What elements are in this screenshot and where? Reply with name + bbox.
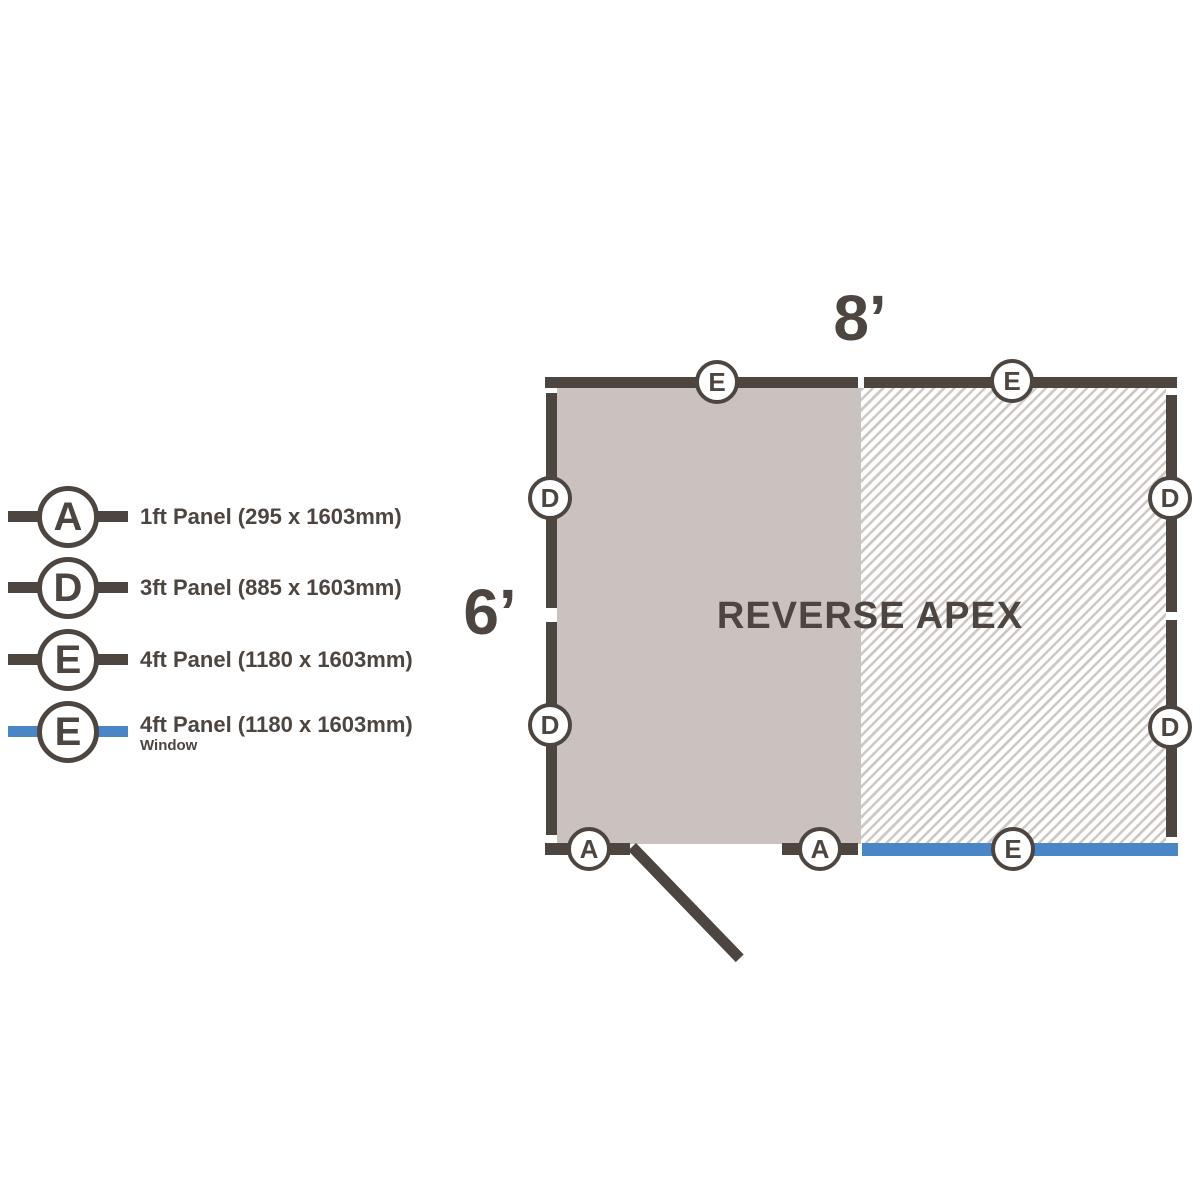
marker-e-top-right: E — [990, 359, 1034, 403]
legend-item-e: E 4ft Panel (1180 x 1603mm) — [8, 629, 478, 691]
panel-e-window-label-sub: Window — [140, 737, 198, 754]
marker-e-top-left: E — [695, 360, 739, 404]
panel-d-marker-icon: D — [37, 557, 99, 619]
legend-item-a: A 1ft Panel (295 x 1603mm) — [8, 486, 478, 548]
panel-e-window-marker-icon: E — [37, 701, 99, 763]
legend-item-d: D 3ft Panel (885 x 1603mm) — [8, 557, 478, 619]
door-swing-line — [628, 843, 744, 963]
depth-dimension-label: 6’ — [463, 576, 517, 648]
marker-d-right-upper: D — [1148, 476, 1192, 520]
marker-d-left-lower: D — [528, 703, 572, 747]
panel-e-window-label: 4ft Panel (1180 x 1603mm) Window — [140, 712, 413, 755]
marker-d-right-lower: D — [1148, 705, 1192, 749]
panel-a-label: 1ft Panel (295 x 1603mm) — [140, 504, 402, 529]
legend-item-e-window: E 4ft Panel (1180 x 1603mm) Window — [8, 701, 478, 763]
shed-interior-solid-area — [557, 388, 861, 844]
marker-e-bottom-window: E — [991, 827, 1035, 871]
marker-a-bottom-middle: A — [798, 827, 842, 871]
plan-title: REVERSE APEX — [716, 595, 1024, 637]
panel-e-marker-icon: E — [37, 629, 99, 691]
shed-interior-hatched-area — [861, 388, 1166, 843]
width-dimension-label: 8’ — [833, 282, 887, 354]
panel-e-label: 4ft Panel (1180 x 1603mm) — [140, 647, 413, 672]
panel-e-window-label-main: 4ft Panel (1180 x 1603mm) — [140, 712, 413, 737]
panel-d-label: 3ft Panel (885 x 1603mm) — [140, 575, 402, 600]
panel-a-marker-icon: A — [37, 486, 99, 548]
marker-d-left-upper: D — [528, 476, 572, 520]
marker-a-bottom-left: A — [567, 827, 611, 871]
